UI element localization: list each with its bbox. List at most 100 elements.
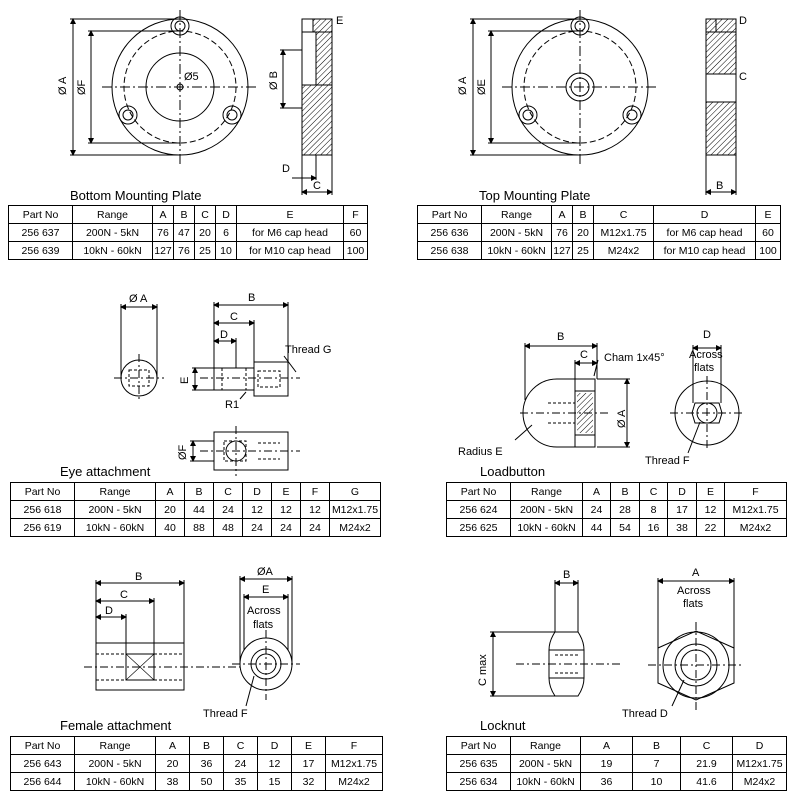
table-cell: 12 [242,500,272,519]
table-cell: 100 [755,241,781,260]
table-cell: M12x1.75 [329,500,381,519]
table-cell: 20 [572,223,594,242]
table-cell: 127 [152,241,174,260]
column-header: B [189,736,224,755]
table-cell: 10 [632,772,681,791]
table-cell: 12 [696,500,725,519]
column-header: Range [481,205,552,224]
table-cell: 47 [173,223,195,242]
table-cell: M12x1.75 [593,223,654,242]
lb-across-label: Across [689,349,723,361]
column-header: Part No [446,482,511,501]
column-header: Range [510,482,583,501]
table-cell: 12 [271,500,301,519]
table-cell: 36 [580,772,633,791]
fa-across-label: Across [247,605,281,617]
table-cell: 24 [242,518,272,537]
lb-radius-label: Radius E [458,446,503,458]
eye-d-label: D [220,329,228,341]
lb-c-label: C [580,349,588,361]
column-header: B [632,736,681,755]
column-header: C [194,205,216,224]
table-cell: 8 [639,500,668,519]
table-cell: M12x1.75 [325,754,383,773]
ln-b-label: B [563,569,570,581]
table-cell: 256 637 [8,223,73,242]
table-cell: 24 [300,518,330,537]
table-cell: 256 636 [417,223,482,242]
column-header: A [580,736,633,755]
lb-flats-label: flats [694,362,715,374]
table-cell: 44 [184,500,214,519]
table-cell: 127 [551,241,573,260]
column-header: Range [74,482,156,501]
bottom-plate-front-view [70,10,258,164]
column-header: F [343,205,368,224]
column-header: A [152,205,174,224]
column-header: C [680,736,733,755]
column-header: A [155,736,190,755]
top-plate-front-view [470,10,658,164]
eye-c-label: C [230,311,238,323]
ln-a-label: A [692,567,700,579]
table-cell: 256 618 [10,500,75,519]
bp-dia-5-label: Ø5 [184,71,199,83]
table-cell: 20 [155,500,185,519]
table-cell: 40 [155,518,185,537]
table-cell: 38 [155,772,190,791]
ln-thread-label: Thread D [622,708,668,720]
column-header: F [724,482,787,501]
table-cell: M24x2 [724,518,787,537]
bp-e-label: E [336,15,343,27]
tp-d-label: D [739,15,747,27]
bp-d-label: D [282,163,290,175]
fa-thread-label: Thread F [203,708,248,720]
column-header: Part No [10,736,75,755]
table-cell: M24x2 [325,772,383,791]
table-cell: 10kN - 60kN [510,518,583,537]
table-cell: M12x1.75 [724,500,787,519]
table-cell: 25 [572,241,594,260]
eye-r1-label: R1 [225,399,239,411]
table-cell: M24x2 [732,772,787,791]
table-cell: 200N - 5kN [72,223,153,242]
bottom-plate-section-view [280,18,333,195]
loadbutton-drawing [514,343,744,454]
table-cell: 10kN - 60kN [74,772,156,791]
table-cell: 20 [155,754,190,773]
column-header: D [242,482,272,501]
table-cell: for M6 cap head [236,223,344,242]
table-cell: M24x2 [329,518,381,537]
ln-c-label: C max [477,654,489,686]
ln-across-label: Across [677,585,711,597]
table-cell: 28 [610,500,640,519]
table-cell: 10kN - 60kN [72,241,153,260]
table-cell: 24 [223,754,258,773]
table-cell: 16 [639,518,668,537]
table-cell: 200N - 5kN [510,500,583,519]
eye-dia-a-label: Ø A [129,293,148,305]
table-cell: 38 [667,518,697,537]
locknut-title: Locknut [480,718,526,733]
bp-dia-f-label: ØF [76,79,88,95]
column-header: E [755,205,781,224]
bp-dia-b-label: Ø B [268,71,280,90]
table-cell: 17 [291,754,326,773]
eye-e-label: E [179,377,191,384]
table-cell: 15 [257,772,292,791]
column-header: F [325,736,383,755]
